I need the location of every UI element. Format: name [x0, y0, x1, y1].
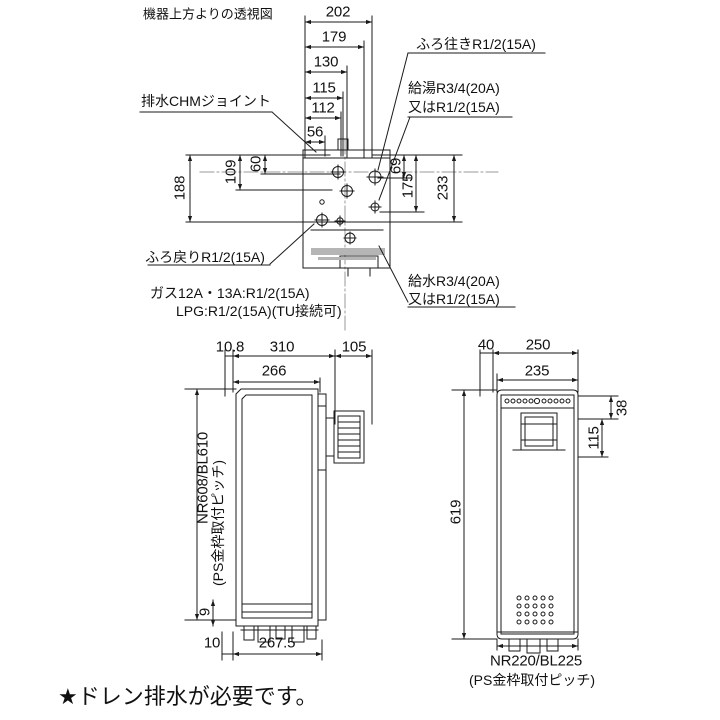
side-view-height-dimension	[184, 388, 237, 627]
side-view-flue-adapter	[325, 410, 365, 464]
front-view-pitch-label: NR220/BL225	[489, 652, 583, 670]
dim-115-top: 115	[312, 79, 336, 97]
dim-105: 105	[341, 338, 367, 356]
dim-115-front: 115	[585, 426, 603, 450]
front-view-panel-dots	[516, 595, 554, 625]
front-view-pitch-note: (PS金枠取付ピッチ)	[469, 672, 595, 688]
dim-266: 266	[261, 362, 287, 380]
dim-130: 130	[313, 53, 339, 71]
top-view-right-dimension-stack	[371, 154, 463, 223]
dim-175: 175	[399, 173, 417, 199]
side-view-pitch-note: (PS金枠取付ピッチ)	[210, 460, 226, 586]
top-view-callout-leaders	[139, 52, 546, 308]
dim-69: 69	[387, 157, 405, 175]
callout-cold-water-line1: 給水R3/4(20A)	[408, 273, 500, 289]
dim-112: 112	[311, 99, 335, 117]
dim-250: 250	[525, 336, 551, 354]
dim-109: 109	[222, 159, 240, 185]
top-view-port-circles	[314, 164, 384, 245]
top-view-body-outline	[302, 138, 391, 277]
dim-267-5: 267.5	[258, 634, 296, 652]
front-view-flue-adapter	[512, 412, 566, 451]
dim-202: 202	[325, 3, 351, 21]
front-view-height-dimensions	[451, 389, 619, 640]
dim-233: 233	[434, 175, 452, 201]
front-view-top-dimensions	[479, 349, 579, 397]
dim-179: 179	[321, 28, 347, 46]
callout-gas-line1: ガス12A・13A:R1/2(15A)	[150, 285, 310, 301]
dim-310: 310	[269, 338, 295, 356]
dim-40: 40	[477, 336, 495, 354]
dim-10: 10	[203, 634, 221, 652]
side-view-body	[235, 388, 327, 627]
top-view-top-dimension-stack	[304, 15, 373, 159]
callout-drain-joint: 排水CHMジョイント	[141, 93, 271, 109]
top-view-shaded-band	[311, 248, 385, 260]
dim-10-8: 10.8	[215, 338, 245, 356]
front-view-pitch-dimension	[496, 638, 579, 651]
front-view-vent-holes	[504, 397, 571, 405]
front-view-bottom-connections	[496, 631, 579, 654]
dim-9: 9	[196, 607, 214, 617]
dim-56: 56	[306, 123, 324, 141]
dim-235: 235	[524, 362, 550, 380]
side-view-pitch-label: NR608/BL610	[194, 431, 212, 525]
callout-hot-water-line2: 又はR1/2(15A)	[408, 99, 500, 115]
side-view-top-dimensions	[224, 349, 373, 425]
callout-bath-return: ふろ戻りR1/2(15A)	[145, 249, 265, 265]
footnote-drain-required: ★ドレン排水が必要です。	[58, 684, 318, 709]
callout-cold-water-line2: 又はR1/2(15A)	[408, 291, 500, 307]
dim-60: 60	[247, 155, 265, 173]
dim-38: 38	[613, 399, 631, 417]
dim-619: 619	[447, 499, 465, 525]
front-view-body	[496, 389, 579, 640]
top-view-caption: 機器上方よりの透視図	[143, 6, 273, 22]
callout-gas-line2: LPG:R1/2(15A)(TU接続可)	[176, 303, 342, 319]
callout-bath-outlet: ふろ往きR1/2(15A)	[416, 36, 536, 52]
dim-188: 188	[171, 175, 189, 201]
side-view-bottom-dimensions	[221, 631, 323, 661]
callout-hot-water-line1: 給湯R3/4(20A)	[408, 80, 500, 96]
side-view-bottom-connections	[240, 625, 319, 643]
